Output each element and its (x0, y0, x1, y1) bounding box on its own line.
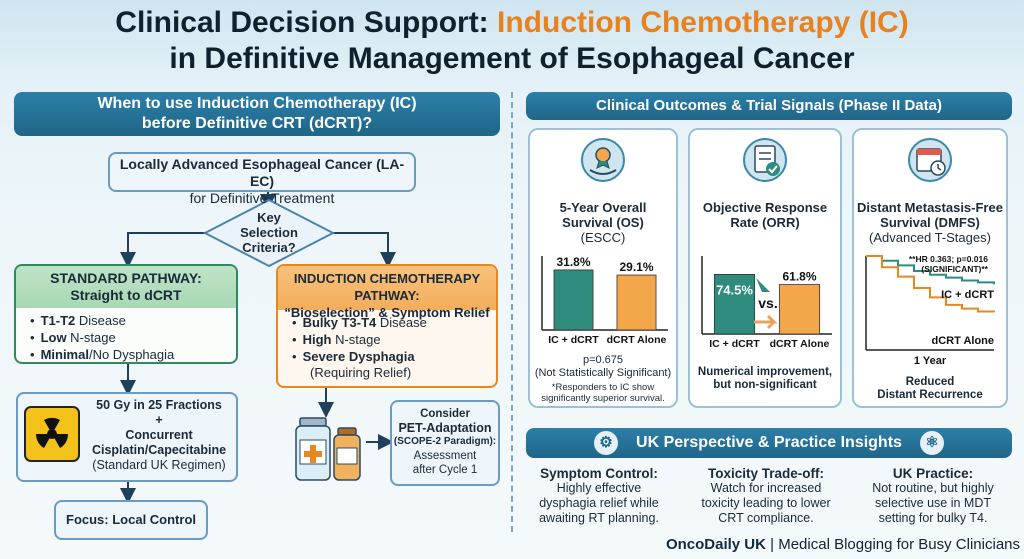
bar (616, 274, 657, 331)
hr-annotation-significance: (SIGNIFICANT)** (921, 264, 988, 274)
induction-criteria-list: Bulky T3-T4 Disease High N-stage Severe … (278, 310, 496, 365)
os-significance-note: (Not Statistically Significant) (534, 367, 672, 379)
data-label: 61.8% (782, 270, 816, 284)
os-title-line2: Survival (OS) (562, 215, 644, 230)
footer-credit: OncoDaily UK | Medical Blogging for Busy… (665, 536, 1020, 553)
dmfs-title-line2: Survival (DMFS) (880, 215, 980, 230)
dmfs-note-line1: Reduced (905, 376, 955, 388)
hr-annotation: **HR 0.363; p=0.016 (909, 254, 988, 264)
os-bar-chart: 31.8% IC + dCRT 29.1% dCRT Alone (541, 255, 668, 346)
list-item: High N-stage (292, 331, 496, 348)
arrow-icon (754, 314, 778, 330)
induction-pathway-box: INDUCTION CHEMOTHERAPY PATHWAY: “Biosele… (276, 264, 498, 388)
series-label: IC + dCRT (941, 289, 994, 301)
os-footnote-line1: *Responders to IC show (551, 382, 655, 393)
list-item: Bulky T3-T4 Disease (292, 314, 496, 331)
decision-diamond (202, 198, 336, 268)
os-pvalue: p=0.675 (582, 354, 624, 366)
tick-label: IC + dCRT (548, 334, 599, 346)
uk-perspective-header: ⚙ UK Perspective & Practice Insights ⚛ (526, 428, 1012, 458)
os-footnote-line2: significantly superior survival. (541, 393, 665, 404)
section-divider (511, 92, 513, 532)
dmfs-subtitle: (Advanced T-Stages) (869, 230, 991, 245)
vs-label: vs. (758, 295, 777, 311)
standard-criteria-list: T1-T2 Disease Low N-stage Minimal/No Dys… (16, 308, 236, 362)
induction-pathway-header: INDUCTION CHEMOTHERAPY PATHWAY: “Biosele… (278, 266, 496, 320)
clinician-icon: ⚙ (594, 431, 618, 455)
data-label: 31.8% (556, 255, 590, 269)
la-ec-box: Locally Advanced Esophageal Cancer (LA-E… (108, 152, 416, 206)
list-item: Low N-stage (30, 329, 236, 346)
dmfs-card: Distant Metastasis-Free Survival (DMFS) … (852, 128, 1008, 408)
pet-adaptation-box: Consider PET-Adaptation (SCOPE-2 Paradig… (390, 400, 500, 486)
dmfs-note-line2: Distant Recurrence (877, 389, 983, 401)
dcrt-regimen-text: 50 Gy in 25 Fractions + Concurrent Cispl… (91, 398, 227, 472)
decision-diamond-label: Key Selection Criteria? (240, 210, 298, 255)
lab-icon: ⚛ (920, 431, 944, 455)
list-item: Minimal/No Dysphagia (30, 346, 236, 362)
induction-extra-note: (Requiring Relief) (310, 365, 412, 380)
orr-title-line1: Objective Response (702, 200, 828, 215)
title-banner: Clinical Decision Support: Induction Che… (0, 0, 1024, 84)
outcomes-header: Clinical Outcomes & Trial Signals (Phase… (526, 92, 1012, 120)
orr-note-line1: Numerical improvement, (697, 366, 833, 378)
standard-pathway-box: STANDARD PATHWAY: Straight to dCRT T1-T2… (14, 264, 238, 364)
tick-label: IC + dCRT (709, 338, 760, 350)
bar (553, 269, 594, 331)
list-item: Severe Dysphagia (292, 348, 496, 365)
os-title-line1: 5-Year Overall (559, 200, 647, 215)
data-label: 29.1% (619, 260, 653, 274)
orr-note-line2: but non-significant (713, 379, 817, 391)
orr-card: Objective Response Rate (ORR) 74.5% IC + … (688, 128, 842, 408)
os-card: 5-Year Overall Survival (OS) (ESCC) 31.8… (528, 128, 678, 408)
standard-pathway-header: STANDARD PATHWAY: Straight to dCRT (16, 266, 236, 308)
bar (778, 284, 821, 335)
focus-local-control-box: Focus: Local Control (54, 500, 208, 540)
medicine-bottles-icon (295, 417, 361, 481)
series-label: dCRT Alone (931, 335, 994, 347)
page-title-line2: in Definitive Management of Esophageal C… (169, 42, 855, 75)
dmfs-title-line1: Distant Metastasis-Free (857, 200, 1003, 215)
series-line (866, 255, 995, 285)
list-item: T1-T2 Disease (30, 312, 236, 329)
left-section-header: When to use Induction Chemotherapy (IC) … (14, 92, 500, 136)
tick-label: dCRT Alone (607, 334, 667, 346)
title-accent: Induction Chemotherapy (IC) (497, 6, 909, 39)
data-label: 74.5% (716, 282, 753, 297)
dmfs-line-chart: **HR 0.363; p=0.016(SIGNIFICANT)** IC + d… (865, 254, 995, 366)
award-hand-icon (581, 138, 625, 182)
arrow-icon (756, 278, 770, 292)
checklist-icon (743, 138, 787, 182)
bar (713, 273, 756, 335)
os-subtitle: (ESCC) (580, 230, 626, 245)
radiation-icon (24, 406, 80, 462)
orr-bar-chart: 74.5% IC + dCRT 61.8% dCRT Alone vs. (701, 256, 832, 350)
flow-connectors (120, 192, 396, 504)
orr-title-line2: Rate (ORR) (730, 215, 800, 230)
calendar-clock-icon (908, 138, 952, 182)
tick-label: dCRT Alone (770, 338, 830, 350)
series-line (866, 255, 995, 313)
x-tick-label: 1 Year (914, 355, 947, 366)
page-title-line1: Clinical Decision Support: Induction Che… (115, 6, 909, 39)
